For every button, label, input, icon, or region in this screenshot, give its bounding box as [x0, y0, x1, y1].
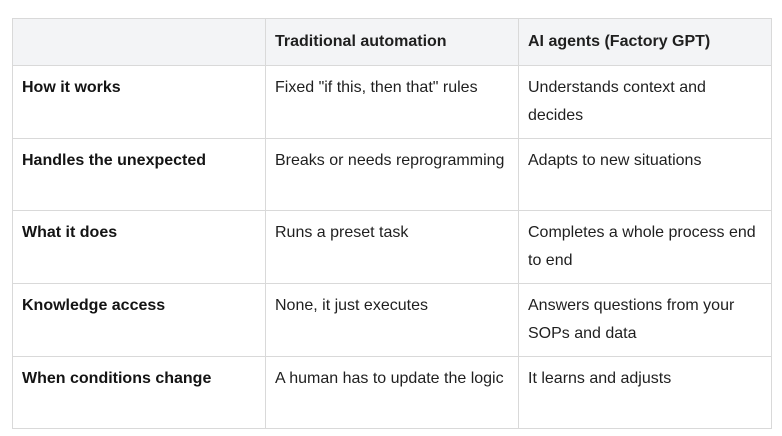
table-cell: Answers questions from your SOPs and dat…: [518, 283, 772, 357]
header-cell-ai-agents: AI agents (Factory GPT): [518, 18, 772, 66]
table-row: How it works Fixed "if this, then that" …: [12, 65, 772, 139]
table-row: What it does Runs a preset task Complete…: [12, 210, 772, 284]
row-label: When conditions change: [12, 356, 266, 429]
table-cell: Completes a whole process end to end: [518, 210, 772, 284]
table-cell: Breaks or needs reprogramming: [265, 138, 519, 211]
row-label: How it works: [12, 65, 266, 139]
table-row: When conditions change A human has to up…: [12, 356, 772, 429]
table-row: Knowledge access None, it just executes …: [12, 283, 772, 357]
header-cell-traditional-automation: Traditional automation: [265, 18, 519, 66]
header-row: Traditional automation AI agents (Factor…: [12, 18, 772, 66]
header-cell-empty: [12, 18, 266, 66]
table-cell: None, it just executes: [265, 283, 519, 357]
table-cell: Adapts to new situations: [518, 138, 772, 211]
table-cell: A human has to update the logic: [265, 356, 519, 429]
comparison-table-container: Traditional automation AI agents (Factor…: [12, 18, 772, 429]
table-cell: Understands context and decides: [518, 65, 772, 139]
table-body: How it works Fixed "if this, then that" …: [12, 65, 772, 429]
table-cell: It learns and adjusts: [518, 356, 772, 429]
table-cell: Fixed "if this, then that" rules: [265, 65, 519, 139]
table-row: Handles the unexpected Breaks or needs r…: [12, 138, 772, 211]
table-header: Traditional automation AI agents (Factor…: [12, 18, 772, 66]
table-cell: Runs a preset task: [265, 210, 519, 284]
row-label: What it does: [12, 210, 266, 284]
row-label: Handles the unexpected: [12, 138, 266, 211]
comparison-table: Traditional automation AI agents (Factor…: [12, 18, 772, 429]
row-label: Knowledge access: [12, 283, 266, 357]
